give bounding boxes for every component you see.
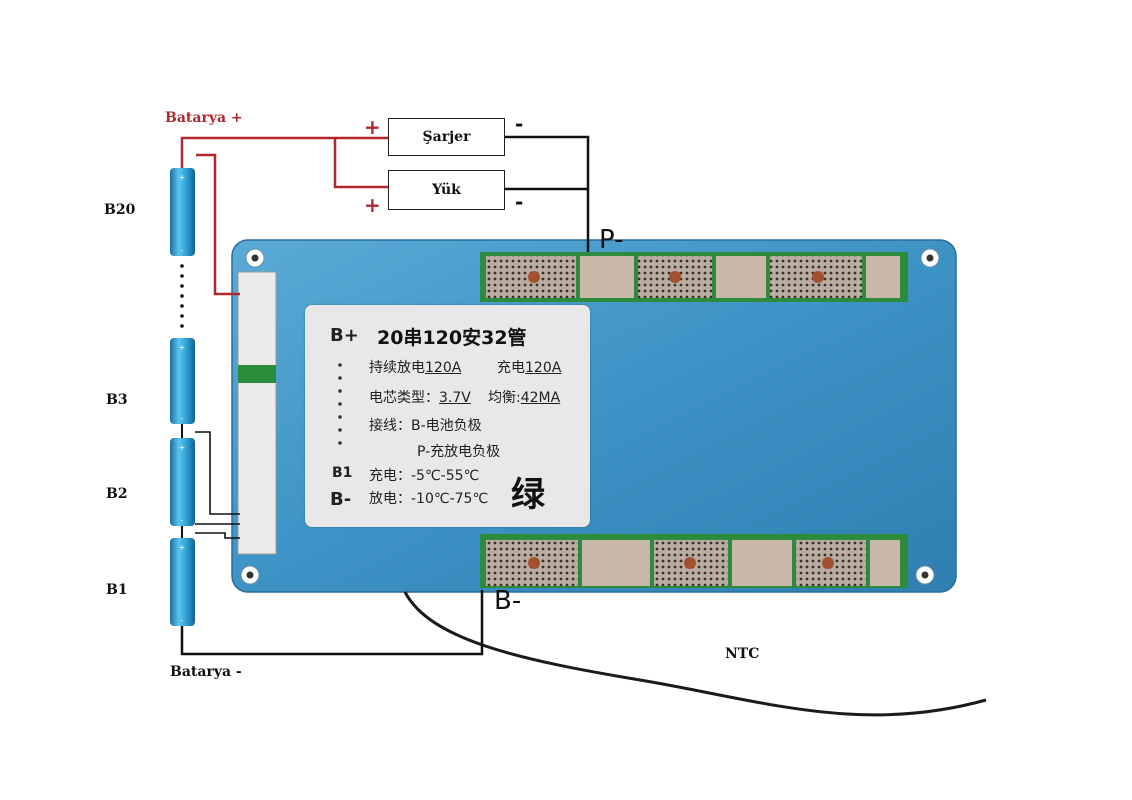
battery-cell-b3: + - — [170, 338, 195, 424]
load-box: Yük — [388, 170, 505, 210]
sticker-title: 20串120安32管 — [377, 327, 527, 349]
load-plus-sign: + — [364, 193, 381, 217]
positive-wires — [180, 136, 388, 296]
cell-label-b2: B2 — [106, 486, 128, 502]
continuous-discharge-value: 120A — [425, 360, 462, 376]
balance-label: 均衡: — [488, 390, 521, 406]
cell-ellipsis-dots — [180, 264, 184, 328]
charger-plus-sign: + — [364, 115, 381, 139]
negative-wires — [505, 135, 590, 252]
p-minus-terminal-label: P- — [599, 225, 624, 255]
load-minus-sign: - — [515, 190, 524, 214]
cell-label-b1: B1 — [106, 582, 128, 598]
cell-type-label: 电芯类型： — [369, 390, 439, 406]
load-label: Yük — [432, 182, 461, 198]
sticker-wiring-line2: P-充放电负极 — [417, 444, 501, 460]
sticker-balance: 均衡:42MA — [488, 387, 560, 407]
ntc-label: NTC — [725, 646, 760, 662]
svg-text:+: + — [179, 173, 186, 182]
sticker-dots — [338, 363, 342, 445]
sticker-cell-type: 电芯类型：3.7V — [369, 387, 471, 407]
cell-type-value: 3.7V — [439, 390, 471, 406]
svg-text:-: - — [181, 414, 184, 423]
sticker-discharge-temp: 放电：-10℃-75℃ — [369, 491, 489, 507]
battery-negative-wire — [180, 590, 484, 656]
battery-cell-b2: + - — [170, 438, 195, 526]
sticker-charge-temp: 充电：-5℃-55℃ — [369, 468, 480, 484]
spec-sticker: B+ 20串120安32管 持续放电120A 充电120A 电芯类型：3.7V … — [305, 305, 590, 527]
charger-label: Şarjer — [422, 129, 471, 145]
charger-minus-sign: - — [515, 112, 524, 136]
battery-cell-b1: + - — [170, 538, 195, 626]
charge-current-value: 120A — [525, 360, 562, 376]
battery-cell-b20: + - — [170, 168, 195, 256]
svg-text:+: + — [179, 343, 186, 352]
ntc-cable — [403, 591, 987, 717]
svg-text:+: + — [179, 443, 186, 452]
svg-text:-: - — [181, 516, 184, 525]
balance-wires — [195, 431, 240, 539]
sticker-continuous-discharge: 持续放电120A — [369, 357, 461, 377]
battery-negative-label: Batarya - — [170, 664, 242, 680]
sticker-charge-current: 充电120A — [497, 357, 561, 377]
svg-text:+: + — [179, 543, 186, 552]
sticker-b1: B1 — [332, 465, 353, 481]
svg-text:-: - — [181, 246, 184, 255]
cell-label-b3: B3 — [106, 392, 128, 408]
sticker-b-plus: B+ — [330, 325, 359, 346]
continuous-discharge-label: 持续放电 — [369, 360, 425, 376]
charger-box: Şarjer — [388, 118, 505, 156]
svg-text:-: - — [181, 616, 184, 625]
sticker-wiring-line1: 接线：B-电池负极 — [369, 418, 482, 434]
sticker-color-char: 绿 — [511, 475, 545, 515]
sticker-b-minus: B- — [330, 489, 352, 510]
cell-label-b20: B20 — [104, 202, 136, 218]
charge-current-label: 充电 — [497, 360, 525, 376]
b-minus-terminal-label: B- — [494, 586, 522, 616]
balance-value: 42MA — [520, 390, 561, 406]
battery-positive-label: Batarya + — [165, 110, 243, 126]
